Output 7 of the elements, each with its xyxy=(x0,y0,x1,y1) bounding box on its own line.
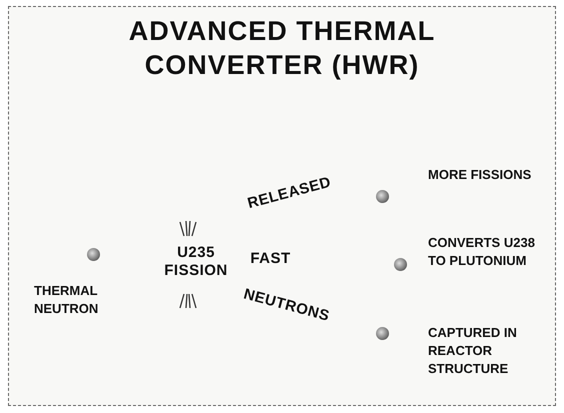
dot-caption: CAPTURED IN REACTOR STRUCTURE xyxy=(428,324,518,378)
dot-caption: CONVERTS U238 TO PLUTONIUM xyxy=(428,234,536,270)
title: ADVANCED THERMAL CONVERTER (HWR) xyxy=(128,15,436,82)
annotation-text: FAST xyxy=(249,250,292,268)
annotation-text: U235 FISSION xyxy=(163,244,229,280)
dot-caption: MORE FISSIONS xyxy=(428,166,532,184)
dot-caption: THERMAL NEUTRON xyxy=(34,282,100,318)
